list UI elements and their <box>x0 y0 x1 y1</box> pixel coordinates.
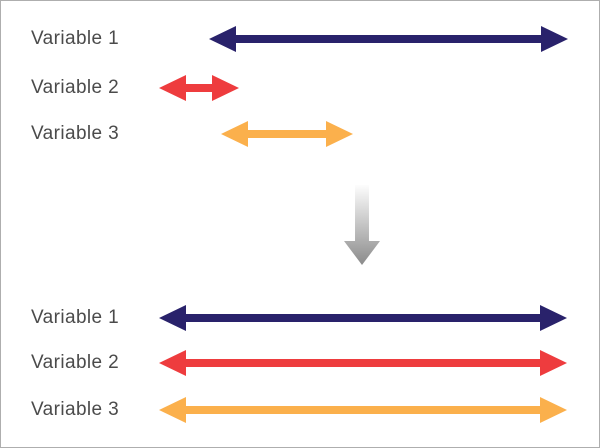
range-arrow <box>159 75 239 101</box>
arrow-shaft <box>185 314 541 322</box>
arrowhead-right-icon <box>540 305 567 331</box>
range-arrow <box>159 305 567 331</box>
variable-label: Variable 3 <box>31 399 120 420</box>
variable-label: Variable 2 <box>31 77 120 98</box>
arrowhead-right-icon <box>540 397 567 423</box>
arrowhead-right-icon <box>541 26 568 52</box>
arrow-shaft <box>185 84 213 92</box>
arrow-shaft <box>185 359 541 367</box>
arrowhead-right-icon <box>326 121 353 147</box>
range-arrow <box>221 121 353 147</box>
arrowhead-left-icon <box>159 350 186 376</box>
arrowhead-left-icon <box>209 26 236 52</box>
variable-label: Variable 1 <box>31 307 120 328</box>
arrow-shaft <box>247 130 327 138</box>
arrowhead-left-icon <box>159 305 186 331</box>
range-arrow <box>209 26 568 52</box>
variable-label: Variable 3 <box>31 123 120 144</box>
range-arrow <box>159 350 567 376</box>
arrow-shaft <box>235 35 542 43</box>
arrowhead-right-icon <box>212 75 239 101</box>
transform-down-arrow-icon <box>344 185 380 265</box>
arrowhead-right-icon <box>540 350 567 376</box>
arrowhead-left-icon <box>159 75 186 101</box>
range-arrow <box>159 397 567 423</box>
variable-label: Variable 2 <box>31 352 120 373</box>
variable-label: Variable 1 <box>31 28 120 49</box>
arrow-shaft <box>185 406 541 414</box>
arrowhead-left-icon <box>159 397 186 423</box>
arrowhead-left-icon <box>221 121 248 147</box>
